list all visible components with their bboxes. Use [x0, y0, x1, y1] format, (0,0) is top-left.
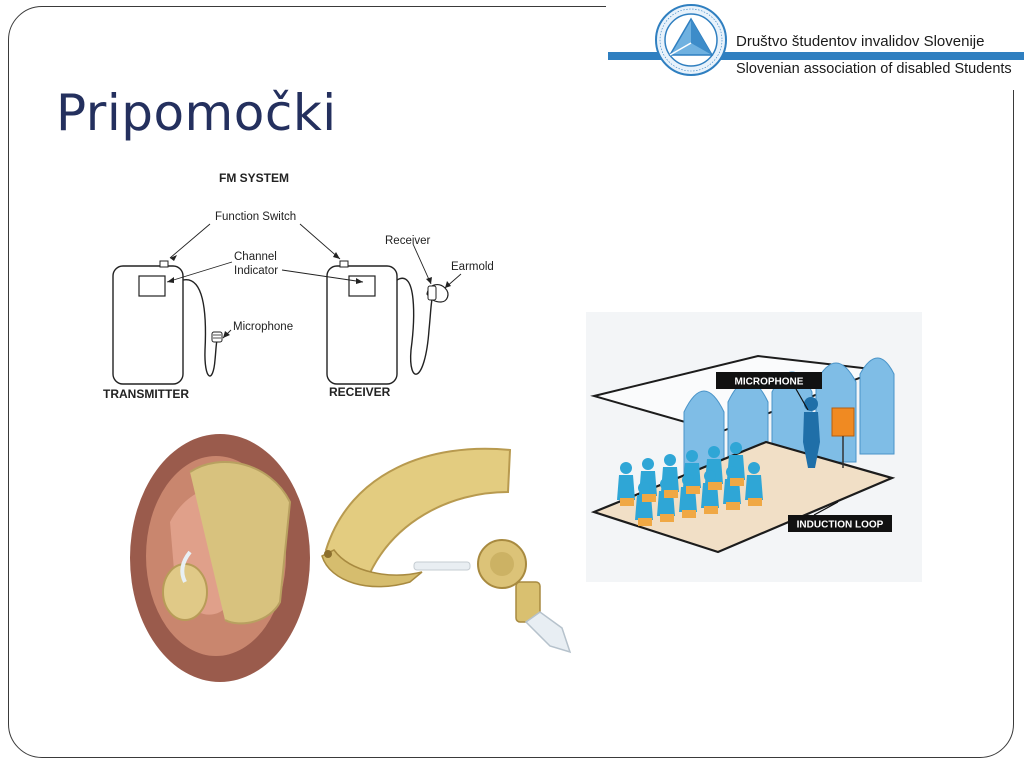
association-logo — [655, 4, 727, 76]
fm-system-diagram: FM SYSTEM Function Switch Channel Indica… — [103, 171, 494, 401]
stage-arches — [683, 357, 895, 493]
pointer-arrowheads — [167, 252, 451, 338]
hearing-aid-device — [321, 447, 572, 654]
slide-title: Pripomočki — [56, 84, 337, 142]
earmold-icon — [426, 284, 449, 303]
label-receiver-part: Receiver — [385, 235, 431, 247]
label-induction-loop: INDUCTION LOOP — [797, 520, 884, 531]
receiver-body — [326, 265, 398, 385]
audience — [617, 442, 763, 520]
label-channel: Channel — [234, 251, 277, 263]
label-receiver-unit: RECEIVER — [329, 385, 391, 399]
label-earmold: Earmold — [451, 261, 494, 273]
transmitter-cord — [182, 279, 218, 377]
receiver-channel-display — [348, 275, 376, 297]
header-accent-line — [608, 52, 1024, 60]
induction-loop-illustration: MICROPHONE INDUCTION LOOP — [586, 312, 922, 582]
hearing-aid-photo — [130, 432, 586, 684]
label-transmitter: TRANSMITTER — [103, 387, 189, 401]
transmitter-switch — [159, 260, 169, 268]
receiver-cord — [396, 277, 434, 375]
label-microphone: Microphone — [233, 321, 293, 333]
organization-name-english: Slovenian association of disabled Studen… — [736, 61, 1012, 77]
receiver-switch — [339, 260, 349, 268]
speaker-figure — [803, 397, 820, 468]
label-indicator: Indicator — [234, 265, 278, 277]
organization-name-slovenian: Društvo študentov invalidov Slovenije — [736, 33, 985, 50]
chairs — [620, 478, 762, 526]
transmitter-channel-display — [138, 275, 166, 297]
podium-screen — [831, 407, 855, 437]
fm-diagram-title: FM SYSTEM — [219, 171, 289, 185]
label-function-switch: Function Switch — [215, 211, 296, 223]
microphone-icon — [211, 331, 223, 343]
label-microphone-loop: MICROPHONE — [735, 377, 804, 388]
